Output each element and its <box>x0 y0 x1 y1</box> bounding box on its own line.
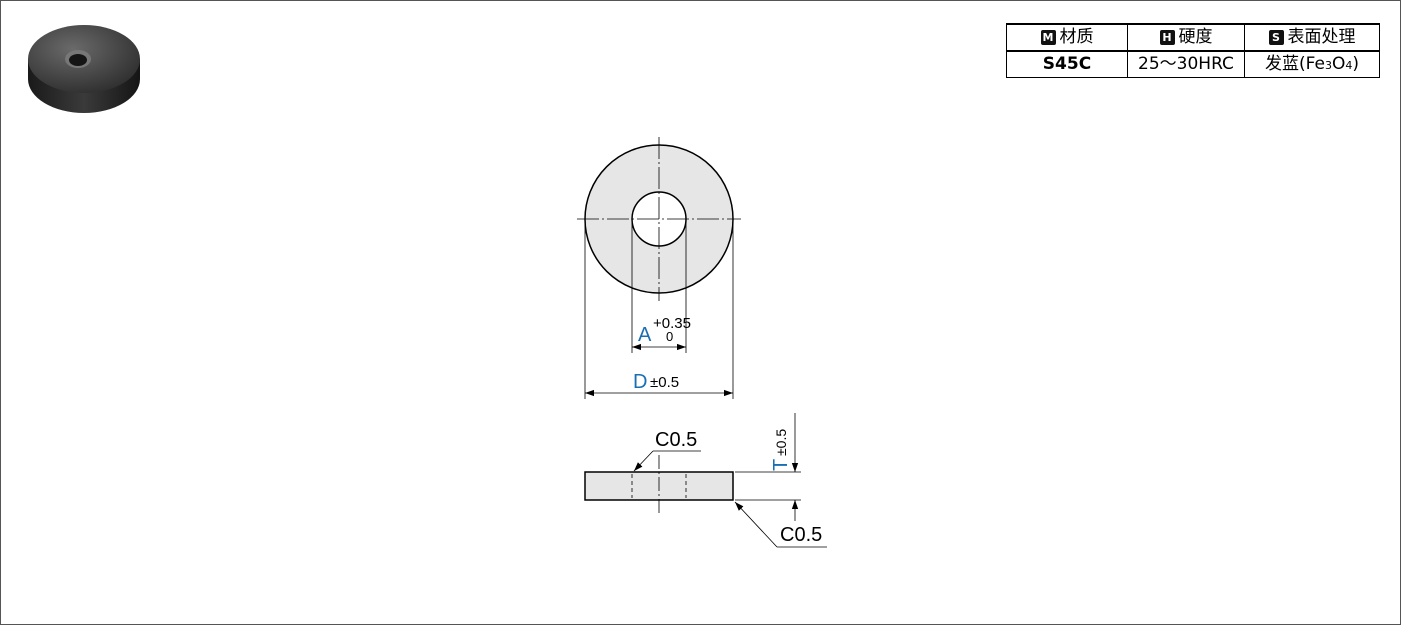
chamfer-leader-bottom <box>734 501 778 548</box>
chamfer-bottom-label: C0.5 <box>780 524 822 546</box>
dim-t-symbol: T <box>770 459 792 471</box>
dim-t-tolerance: ±0.5 <box>773 429 789 456</box>
badge-h-icon: H <box>1159 30 1175 45</box>
product-photo <box>28 25 140 113</box>
value-hardness: 25～30HRC <box>1127 51 1245 78</box>
dim-d-tolerance: ±0.5 <box>650 374 679 391</box>
dim-a-lower-tol: 0 <box>666 329 673 344</box>
badge-m-icon: M <box>1040 30 1056 45</box>
side-view <box>584 413 827 548</box>
value-finish: 发蓝(Fe3O4) <box>1244 51 1380 78</box>
dim-a-upper-tol: +0.35 <box>653 315 691 332</box>
dim-d-symbol: D <box>633 371 647 393</box>
dim-a-symbol: A <box>638 324 652 346</box>
chamfer-leader-top <box>633 450 654 472</box>
value-material: S45C <box>1006 51 1128 78</box>
badge-s-icon: S <box>1268 30 1284 45</box>
top-view <box>577 137 741 399</box>
chamfer-top-label: C0.5 <box>655 429 697 451</box>
